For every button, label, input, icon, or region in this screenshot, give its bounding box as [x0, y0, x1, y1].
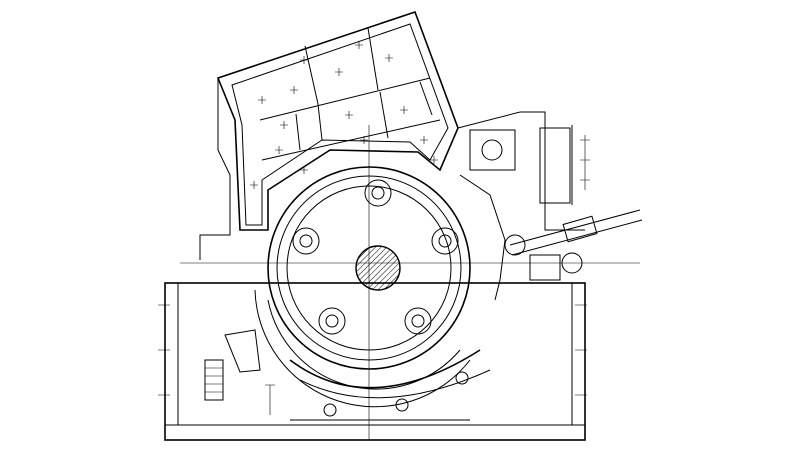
feed-hopper	[216, 10, 459, 231]
rotor	[180, 125, 640, 440]
breaker-plates	[254, 174, 506, 417]
base-frame	[158, 282, 587, 441]
liner-bolt-marks	[250, 41, 438, 189]
spring-block	[204, 359, 224, 401]
adjustment-rod	[504, 209, 643, 281]
shaft-hub	[355, 245, 401, 291]
casing	[199, 78, 590, 260]
rotor-bolt-holes	[292, 179, 459, 335]
